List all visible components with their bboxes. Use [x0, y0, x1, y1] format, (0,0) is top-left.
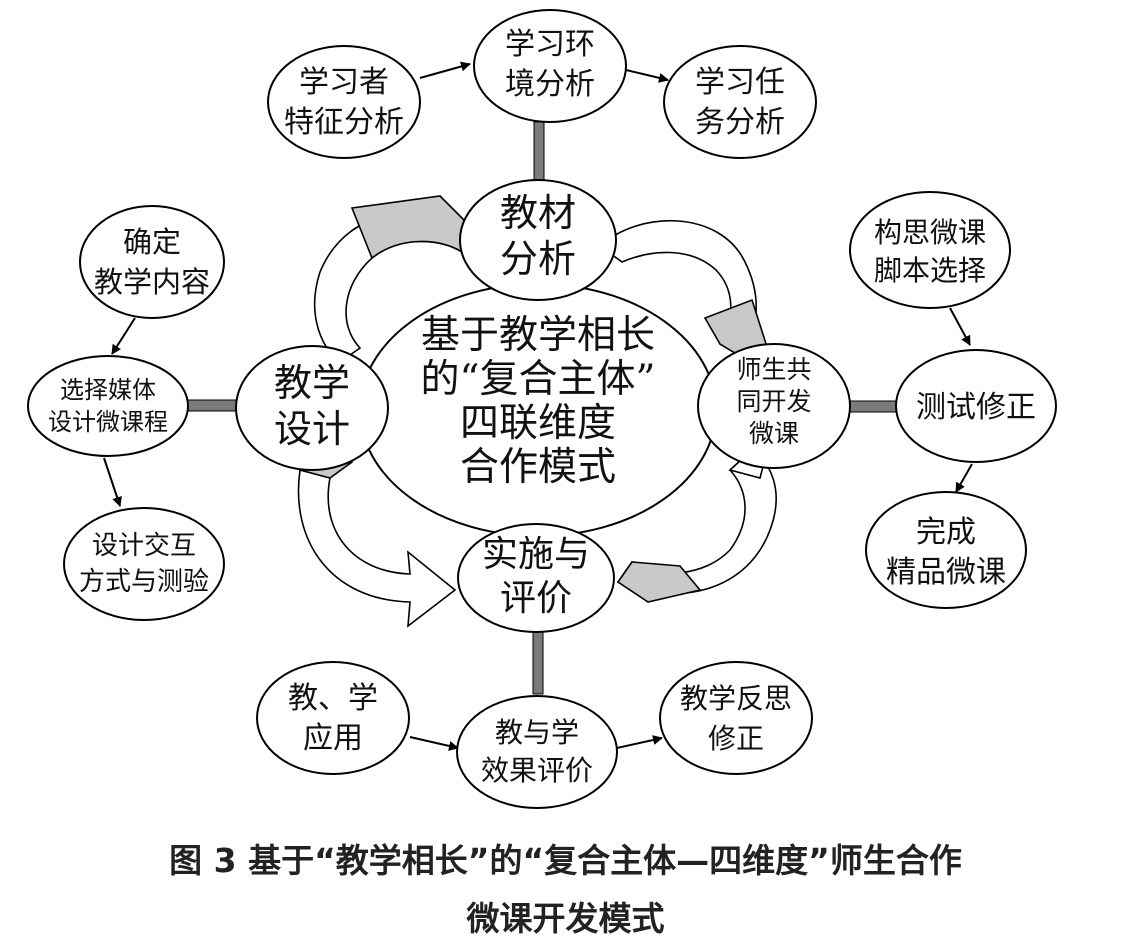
label-line: 评价: [500, 578, 572, 619]
node-media-ellipse: [27, 355, 189, 457]
arrow-application-to-effect: [409, 736, 459, 751]
caption-line-2: 微课开发模式: [466, 899, 665, 938]
node-interaction-label: 设计交互方式与测验: [79, 531, 209, 597]
hub-left-label: 教学设计: [274, 361, 350, 451]
node-finish-ellipse: [865, 491, 1027, 609]
node-effect-ellipse: [456, 695, 618, 809]
node-environment-label: 学习环境分析: [505, 27, 595, 102]
label-line: 精品微课: [886, 555, 1006, 590]
label-line: 微课: [749, 419, 799, 448]
arrow-test-to-finish: [955, 463, 973, 493]
label-line: 方式与测验: [79, 567, 209, 597]
node-task-ellipse: [663, 45, 817, 159]
arrow-script-to-test: [949, 307, 971, 346]
arrow-media-to-interaction: [103, 457, 122, 507]
label-line: 境分析: [505, 67, 595, 102]
label-line: 应用: [303, 721, 363, 756]
node-interaction-ellipse: [63, 507, 225, 621]
label-line: 设计微课程: [48, 408, 168, 436]
hub-left-ellipse: [235, 345, 389, 471]
connector-left: [187, 399, 237, 412]
label-line: 实施与: [482, 534, 590, 575]
label-line: 确定: [123, 225, 181, 259]
label-line: 基于教学相长: [421, 313, 655, 358]
label-line: 学习任: [695, 65, 785, 100]
node-application-label: 教、学应用: [288, 681, 378, 756]
node-finish-label: 完成精品微课: [886, 515, 1006, 590]
label-line: 务分析: [695, 105, 785, 140]
label-line: 选择媒体: [60, 376, 156, 404]
node-test-ellipse: [895, 349, 1057, 463]
label-line: 教学: [274, 361, 350, 405]
label-line: 学习者: [299, 65, 389, 100]
node-script-ellipse: [849, 191, 1011, 309]
label-line: 合作模式: [460, 445, 616, 490]
label-line: 完成: [916, 515, 976, 550]
label-line: 教与学: [495, 716, 579, 749]
node-content-ellipse: [79, 205, 225, 319]
node-effect-label: 教与学效果评价: [481, 716, 593, 787]
node-environment-ellipse: [473, 9, 627, 123]
label-line: 教、学: [288, 681, 378, 716]
label-line: 修正: [708, 722, 764, 755]
label-line: 测试修正: [916, 390, 1036, 425]
label-line: 教学反思: [680, 682, 792, 715]
label-line: 效果评价: [481, 754, 593, 787]
node-learner-ellipse: [267, 45, 421, 159]
hub-top-label: 教材分析: [500, 191, 576, 281]
node-test-label: 测试修正: [916, 390, 1036, 425]
center-label: 基于教学相长的“复合主体”四联维度合作模式: [421, 313, 656, 490]
node-media-label: 选择媒体设计微课程: [48, 376, 168, 436]
node-application-ellipse: [256, 661, 410, 775]
arrow-learner-to-environment: [419, 61, 471, 79]
hub-top-ellipse: [459, 179, 617, 301]
label-line: 教材: [500, 191, 576, 235]
label-line: 的“复合主体”: [421, 357, 656, 402]
node-reflection-label: 教学反思修正: [680, 682, 792, 755]
figure-caption: 图 3 基于“教学相长”的“复合主体—四维度”师生合作 微课开发模式: [0, 832, 1131, 945]
node-content-label: 确定教学内容: [94, 225, 210, 299]
label-line: 设计交互: [92, 531, 196, 561]
arrow-environment-to-task: [625, 69, 669, 83]
label-line: 师生共: [736, 355, 811, 384]
arrow-effect-to-reflection: [616, 735, 663, 749]
label-line: 同开发: [736, 387, 811, 416]
arrow-content-to-media: [111, 317, 136, 355]
diagram-canvas: 基于教学相长的“复合主体”四联维度合作模式 教材分析 教学设计 师生共同开发微课…: [27, 9, 1057, 809]
label-line: 设计: [274, 407, 350, 451]
node-script-label: 构思微课脚本选择: [874, 216, 986, 287]
caption-line-1: 图 3 基于“教学相长”的“复合主体—四维度”师生合作: [169, 841, 962, 880]
label-line: 教学内容: [94, 265, 210, 299]
label-line: 学习环: [505, 27, 595, 62]
node-task-label: 学习任务分析: [695, 65, 785, 140]
hub-bottom-label: 实施与评价: [482, 534, 590, 619]
hub-bottom-ellipse: [457, 523, 615, 633]
connector-bottom: [532, 625, 544, 695]
node-reflection-ellipse: [659, 661, 813, 775]
label-line: 脚本选择: [874, 254, 986, 287]
node-learner-label: 学习者特征分析: [284, 65, 404, 140]
label-line: 构思微课: [874, 216, 986, 249]
label-line: 分析: [500, 237, 576, 281]
hub-right-label: 师生共同开发微课: [736, 355, 811, 448]
connector-right: [849, 400, 903, 413]
label-line: 特征分析: [284, 105, 404, 140]
label-line: 四联维度: [460, 401, 616, 446]
cycle-arrow-top-left: [313, 195, 471, 363]
hub-right-ellipse: [697, 343, 851, 469]
